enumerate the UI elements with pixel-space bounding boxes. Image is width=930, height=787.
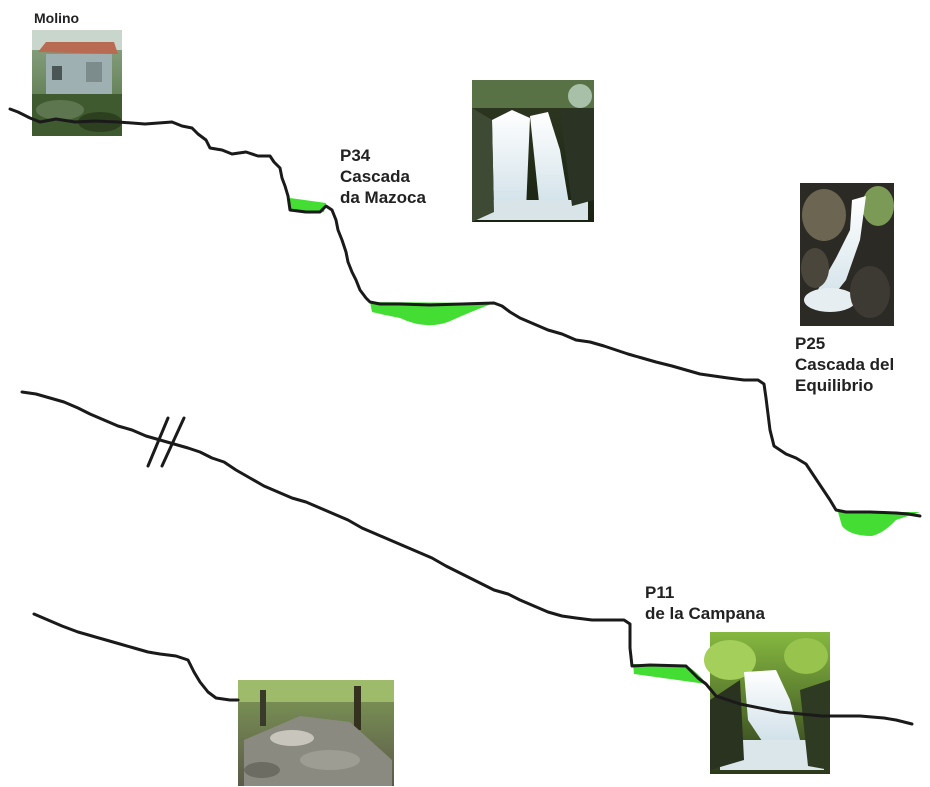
p11-line1: de la Campana xyxy=(645,604,765,623)
stream-bed-photo xyxy=(238,680,394,786)
equilibrio-waterfall-photo xyxy=(800,183,894,326)
p11-de-la-campana-label: P11 de la Campana xyxy=(645,582,765,624)
p25-line1: Cascada del xyxy=(795,355,895,374)
molino-label: Molino xyxy=(34,10,80,26)
pool-middle xyxy=(370,302,494,326)
mazoca-waterfall-photo xyxy=(472,80,594,222)
p11-code: P11 xyxy=(645,583,675,602)
p25-cascada-del-equilibrio-label: P25 Cascada del Equilibrio xyxy=(795,333,894,396)
campana-waterfall-photo xyxy=(704,632,830,774)
pool-p25 xyxy=(838,512,920,536)
p34-line2: da Mazoca xyxy=(340,188,426,207)
p34-cascada-da-mazoca-label: P34 Cascada da Mazoca xyxy=(340,145,426,208)
break-mark xyxy=(146,416,186,468)
profile-line-upper xyxy=(8,107,922,518)
p25-line2: Equilibrio xyxy=(795,376,874,395)
p34-line1: Cascada xyxy=(340,167,410,186)
molino-photo xyxy=(32,30,122,136)
p25-code: P25 xyxy=(795,334,826,353)
profile-line-lower xyxy=(32,612,240,702)
p34-code: P34 xyxy=(340,146,371,165)
